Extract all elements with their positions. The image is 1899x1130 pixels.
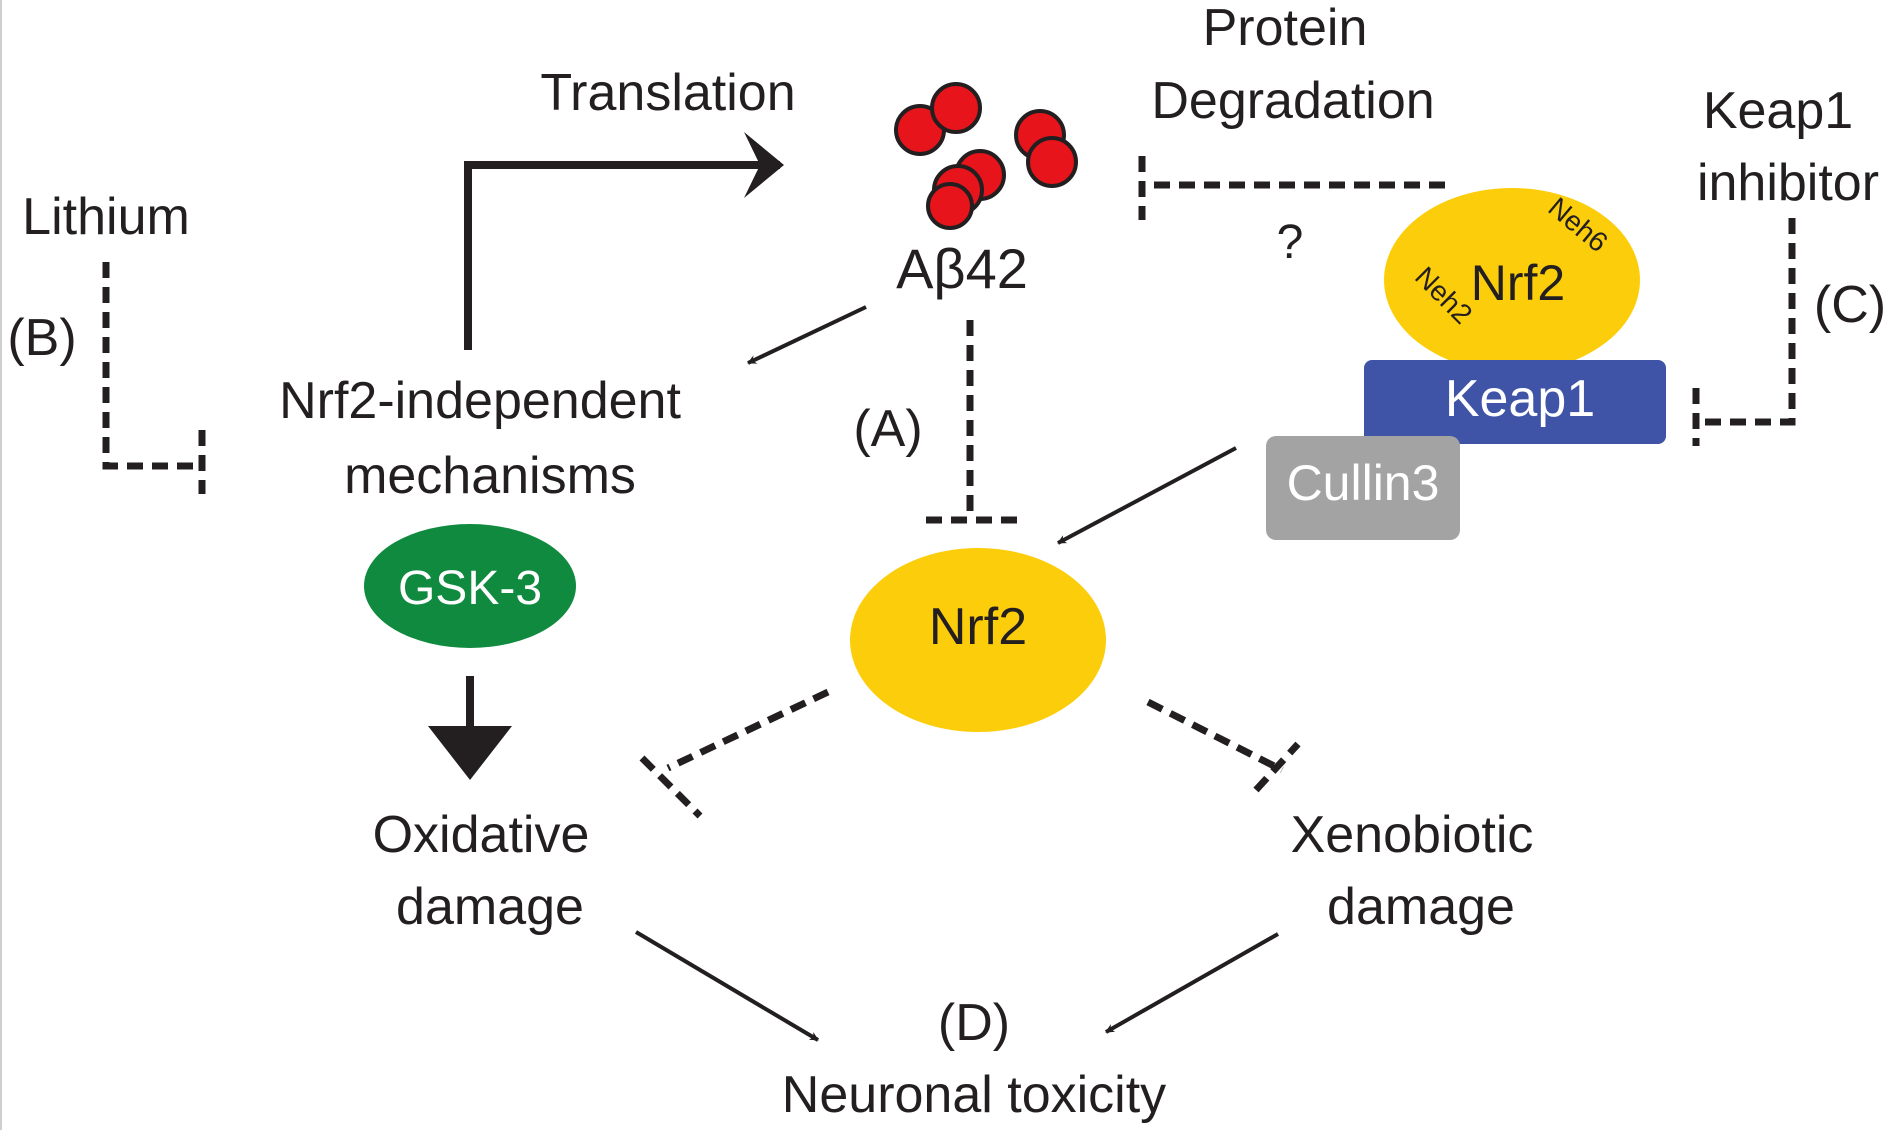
degradation-inhibition-line	[1138, 156, 1445, 220]
protein-degradation-label-1: Protein	[1203, 0, 1368, 57]
abeta-particle	[930, 82, 982, 134]
keap1-inhibitor-line	[1692, 218, 1796, 446]
translation-label: Translation	[540, 64, 795, 122]
keap1-inhibitor-label-1: Keap1	[1703, 82, 1853, 140]
gsk3-to-oxidative-arrow	[428, 676, 512, 780]
label-b: (B)	[7, 309, 76, 367]
abeta42-aggregates	[894, 82, 1078, 230]
nrf2-oxidative-inhibition	[639, 688, 830, 819]
xenobiotic-to-toxicity-arrow	[1105, 932, 1279, 1034]
keap1-box	[1364, 360, 1666, 444]
neuronal-toxicity-label: Neuronal toxicity	[782, 1066, 1166, 1124]
lithium-inhibition-line	[102, 262, 206, 494]
abeta-particle	[1026, 136, 1078, 188]
translation-arrow	[464, 132, 784, 350]
nrf2-center-label: Nrf2	[929, 598, 1027, 656]
keap1-label: Keap1	[1445, 370, 1595, 428]
oxidative-to-toxicity-arrow	[634, 930, 820, 1042]
label-a: (A)	[853, 400, 922, 458]
abeta-particle	[926, 182, 974, 230]
gsk3-label: GSK-3	[398, 562, 542, 615]
abeta-nrf2-inhibition-line	[926, 320, 1020, 524]
label-c: (C)	[1814, 276, 1886, 334]
nrf2-xenobiotic-inhibition	[1146, 698, 1301, 793]
abeta-to-independent-arrow	[747, 305, 867, 365]
abeta42-label: Aβ42	[896, 237, 1028, 300]
oxidative-label-2: damage	[396, 878, 584, 936]
cullin3-box	[1266, 436, 1460, 540]
xenobiotic-label-2: damage	[1327, 878, 1515, 936]
nrf2-keap1-complex: Nrf2 Neh6 Neh2 Keap1 Cullin3	[1266, 188, 1666, 540]
cullin3-label: Cullin3	[1287, 455, 1440, 511]
lithium-label: Lithium	[22, 188, 190, 246]
nrf2-ellipse	[850, 548, 1106, 732]
xenobiotic-label-1: Xenobiotic	[1291, 806, 1534, 864]
nrf2-complex-ellipse	[1384, 188, 1640, 372]
gsk3-ellipse	[364, 524, 576, 648]
keap1-inhibitor-label-2: inhibitor	[1697, 154, 1879, 212]
nrf2-independent-label-2: mechanisms	[344, 447, 636, 505]
question-mark: ?	[1277, 216, 1304, 269]
complex-to-nrf2-arrow	[1057, 446, 1237, 545]
protein-degradation-label-2: Degradation	[1151, 72, 1434, 130]
nrf2-complex-label: Nrf2	[1471, 255, 1565, 311]
label-d: (D)	[938, 994, 1010, 1052]
oxidative-label-1: Oxidative	[373, 806, 590, 864]
nrf2-independent-label-1: Nrf2-independent	[279, 372, 681, 430]
